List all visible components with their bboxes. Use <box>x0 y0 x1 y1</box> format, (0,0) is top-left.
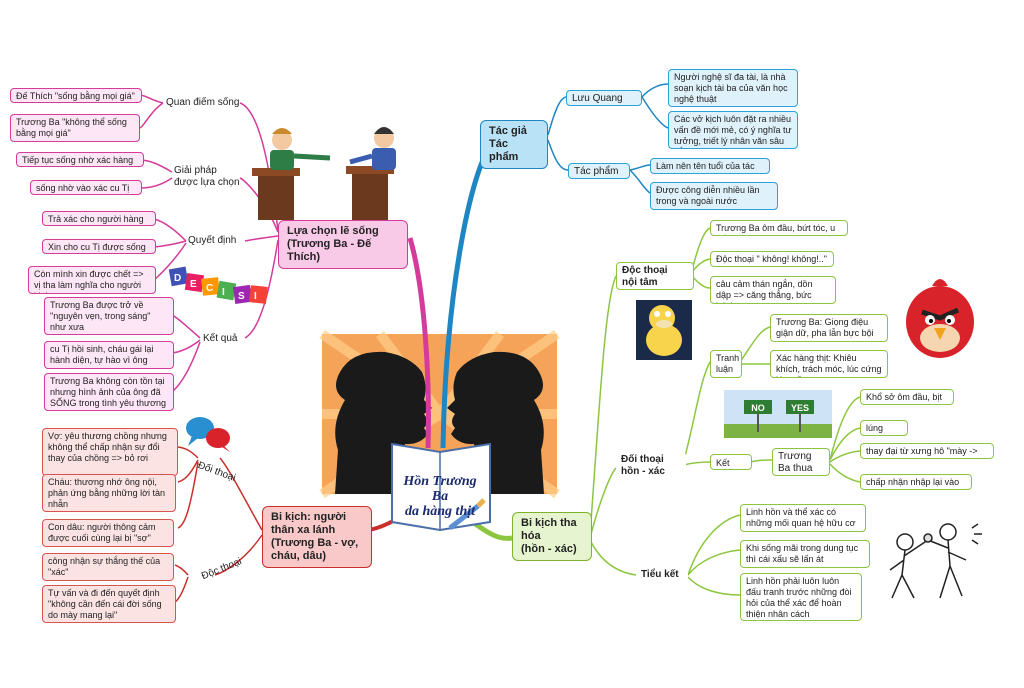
decision-block-letter: E <box>190 279 197 290</box>
center-title: Hồn Trương Ba da hàng thịt <box>403 474 477 519</box>
angry-bird-icon <box>906 279 974 358</box>
branch-bi-kich-tha-hoa-title[interactable]: Bi kịch tha hóa (hồn - xác) <box>512 512 592 561</box>
branch-tac-gia-title[interactable]: Tác giả Tác phẩm <box>480 120 548 169</box>
fighting-figures-icon <box>889 523 982 599</box>
quyet-dinh-item-3: Còn mình xin được chết => vị tha làm ngh… <box>28 266 156 294</box>
yes-sign-label: YES <box>791 403 809 413</box>
tieu-ket-item-1: Linh hồn và thể xác có những mối quan hệ… <box>740 504 866 532</box>
giai-phap-item-2: sống nhờ vào xác cu Tị <box>30 180 142 195</box>
doc-thoai-item-2: Độc thoại " không! không!.." <box>710 251 834 267</box>
doi-thoai-item-3: Con dâu: người thông cảm được cuối cùng … <box>42 519 174 547</box>
branch-lua-chon-title[interactable]: Lựa chọn lẽ sống (Trương Ba - Đế Thích) <box>278 220 408 269</box>
truong-ba-thua-item-2: lúng túng <box>860 420 908 436</box>
quan-diem-song-label[interactable]: Quan điểm sống <box>166 97 240 108</box>
tranh-luan-item-1: Trương Ba: Giọng điệu giận dữ, pha lẫn b… <box>770 314 888 342</box>
ket-qua-item-1: Trương Ba được trở về "nguyên vẹn, trong… <box>44 297 174 335</box>
tieu-ket-item-2: Khi sống mãi trong dung tục thì cái xấu … <box>740 540 870 568</box>
quyet-dinh-item-1: Trả xác cho người hàng thịt <box>42 211 156 226</box>
tac-pham-label[interactable]: Tác phẩm <box>568 163 630 179</box>
tranh-luan-item-2: Xác hàng thịt: Khiêu khích, trách móc, l… <box>770 350 888 378</box>
doi-thoai-ket-qua-label[interactable]: Kết quả <box>710 454 752 470</box>
decision-block-letter: I <box>222 287 225 298</box>
tac-pham-item-2: Được công diễn nhiều lần trong và ngoài … <box>650 182 778 210</box>
doc-thoai-item-2: Tự vấn và đi đến quyết định "không cần đ… <box>42 585 176 623</box>
tieu-ket-label[interactable]: Tiểu kết <box>636 567 688 583</box>
no-yes-signs-icon: NO YES <box>724 390 832 438</box>
speech-bubbles-icon <box>186 417 230 452</box>
truong-ba-thua-label[interactable]: Trương Ba thua <box>772 448 830 476</box>
tranh-luan-label[interactable]: Tranh luận <box>710 350 742 378</box>
doc-thoai-item-1: công nhận sự thắng thế của "xác" <box>42 553 174 581</box>
luu-quang-vu-item-1: Người nghệ sĩ đa tài, là nhà soạn kịch t… <box>668 69 798 107</box>
quyet-dinh-label[interactable]: Quyết định <box>188 235 237 246</box>
truong-ba-thua-item-1: Khổ sở ôm đầu, bịt tai <box>860 389 954 405</box>
quyet-dinh-item-2: Xin cho cu Tị được sống lại <box>42 239 156 254</box>
doc-thoai-noi-tam-label[interactable]: Độc thoại nội tâm <box>616 262 694 290</box>
decision-block-letter: I <box>254 291 257 302</box>
facing-profiles-icon <box>319 329 560 499</box>
quan-diem-item-1: Đế Thích "sống bằng mọi giá" <box>10 88 142 103</box>
truong-ba-thua-item-3: thay đại từ xưng hô "mày -> anh" <box>860 443 994 459</box>
doi-thoai-hon-xac-label[interactable]: Đối thoại hồn - xác <box>616 452 686 480</box>
branch-bi-kich-nguoi-than-title[interactable]: Bi kịch: người thân xa lánh (Trương Ba -… <box>262 506 372 568</box>
quan-diem-item-2: Trương Ba "không thể sống bằng mọi giá" <box>10 114 140 142</box>
psyduck-icon <box>636 300 692 360</box>
luu-quang-vu-item-2: Các vở kịch luôn đặt ra nhiều vấn đề mới… <box>668 111 798 149</box>
doc-thoai-item-1: Trương Ba ôm đầu, bứt tóc, u uất <box>710 220 848 236</box>
luu-quang-vu-label[interactable]: Lưu Quang Vũ <box>566 90 642 106</box>
doc-thoai-item-3: câu cảm thán ngắn, dồn dập => căng thẳng… <box>710 276 836 304</box>
no-sign-label: NO <box>751 403 765 413</box>
ket-qua-item-3: Trương Ba không còn tồn tại nhưng hình ả… <box>44 373 174 411</box>
book-pen-icon <box>391 442 491 532</box>
truong-ba-thua-item-4: chấp nhận nhập lại vào xác <box>860 474 972 490</box>
decision-block-letter: D <box>174 273 181 284</box>
giai-phap-label[interactable]: Giải pháp được lựa chọn <box>174 165 240 188</box>
tieu-ket-item-3: Linh hồn phải luôn luôn đấu tranh trước … <box>740 573 862 621</box>
tac-pham-item-1: Làm nên tên tuổi của tác giả <box>650 158 770 174</box>
doi-thoai-item-1: Vợ: yêu thương chồng nhưng không thể chấ… <box>42 428 178 476</box>
ket-qua-item-2: cu Tị hồi sinh, cháu gái lại hành diện, … <box>44 341 174 369</box>
doi-thoai-item-2: Cháu: thương nhớ ông nội, phản ứng bằng … <box>42 474 176 512</box>
decision-block-letter: S <box>238 291 245 302</box>
ket-qua-label[interactable]: Kết quả <box>203 333 238 344</box>
two-men-debating-icon <box>252 127 396 220</box>
decision-block-letter: C <box>206 283 213 294</box>
giai-phap-item-1: Tiếp tục sống nhờ xác hàng thịt <box>16 152 144 167</box>
